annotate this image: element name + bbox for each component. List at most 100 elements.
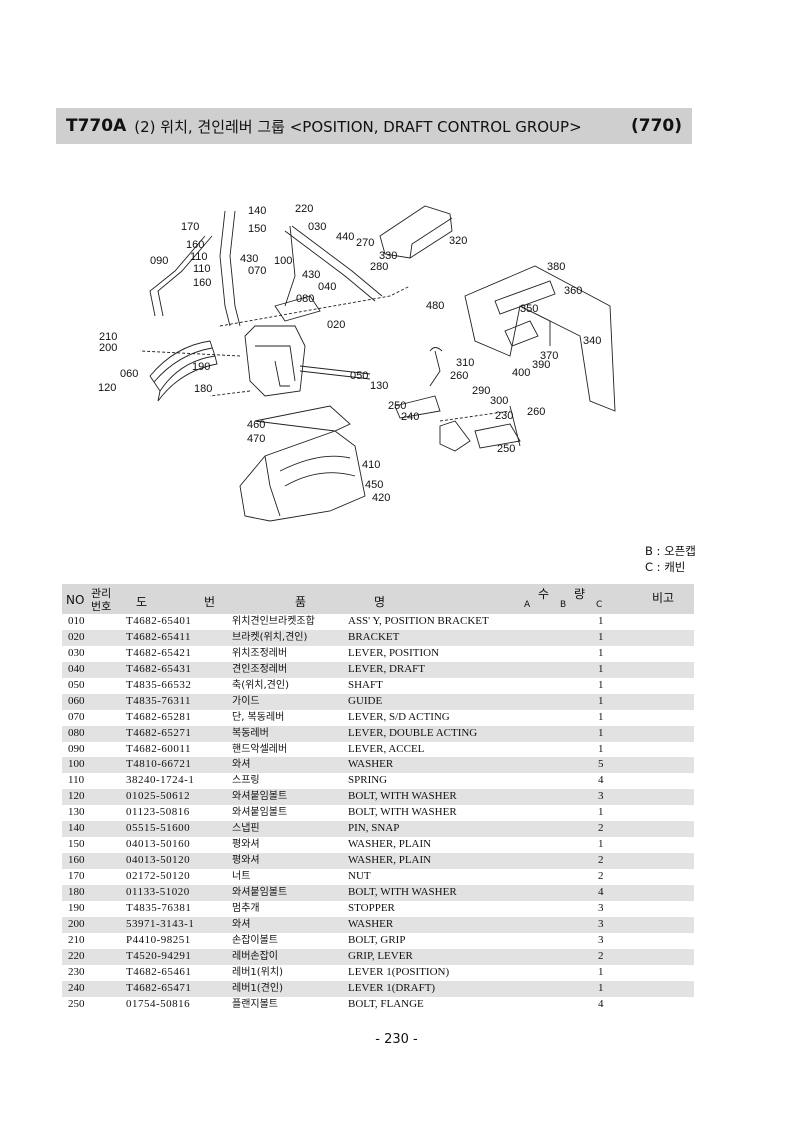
row-english-name: WASHER [348,917,394,930]
row-english-name: LEVER 1(POSITION) [348,965,450,978]
row-quantity: 1 [598,838,604,851]
callout-label: 190 [192,361,211,373]
row-english-name: BOLT, WITH WASHER [348,885,457,898]
row-part-number: T4835-76381 [126,901,192,914]
row-korean-name: 와셔붙임볼트 [232,807,288,819]
callout-label: 230 [495,410,514,422]
callout-label: 450 [365,479,384,491]
page-title-bar: T770A (2) 위치, 견인레버 그룹 <POSITION, DRAFT C… [56,108,692,144]
row-quantity: 1 [598,965,604,978]
callout-label: 270 [356,237,375,249]
legend-cabin: C : 캐빈 [645,560,686,574]
row-korean-name: 플랜지볼트 [232,998,278,1010]
callout-label: 370 [540,350,559,362]
table-header: NO 관리 번호 도 번 품 명 수 량 A B C 비고 [62,584,694,614]
exploded-parts-diagram: 140 220 170 150 030 440 270 320 160 090 … [80,196,700,536]
row-no: 020 [68,630,85,643]
row-part-number: 01133-51020 [126,885,190,898]
row-korean-name: 브라켓(위치,견인) [232,631,308,643]
row-part-number: 01123-50816 [126,806,190,819]
row-no: 160 [68,854,85,867]
row-quantity: 3 [598,901,604,914]
callout-label: 160 [186,239,205,251]
header-name-myeong: 명 [374,595,386,609]
callout-label: 170 [181,221,200,233]
row-quantity: 4 [598,997,604,1010]
row-korean-name: 너트 [232,871,251,882]
row-part-number: T4835-76311 [126,694,191,707]
row-no: 040 [68,662,85,675]
row-no: 050 [68,678,85,691]
row-no: 120 [68,790,85,803]
header-qty-a: A [524,600,531,610]
row-part-number: 01025-50612 [126,790,191,803]
callout-label: 110 [193,263,211,275]
row-no: 060 [68,694,85,707]
row-korean-name: 위치조정레버 [232,647,288,659]
row-english-name: GUIDE [348,694,383,707]
row-part-number: 05515-51600 [126,822,191,835]
row-part-number: 38240-1724-1 [126,774,195,787]
callout-label: 330 [379,250,398,262]
header-part-do: 도 [136,595,148,609]
header-part-beon: 번 [204,595,216,609]
row-part-number: T4520-94291 [126,949,192,962]
header-mgmt-bottom: 번호 [91,600,112,613]
callout-label: 060 [120,368,139,380]
callout-label: 480 [426,300,445,312]
header-name-pum: 품 [295,595,307,609]
callout-label: 400 [512,367,531,379]
callout-label: 310 [456,357,475,369]
callout-label: 290 [472,385,491,397]
callout-label: 440 [336,231,355,243]
row-korean-name: 평와셔 [232,855,260,867]
row-quantity: 3 [598,790,604,803]
callout-label: 420 [372,492,391,504]
row-korean-name: 와셔붙임볼트 [232,886,288,898]
row-quantity: 5 [598,758,604,771]
row-no: 200 [68,917,85,930]
header-qty-c: C [596,600,603,610]
row-english-name: SHAFT [348,678,383,691]
row-korean-name: 위치견인브라켓조합 [232,616,315,627]
callout-label: 430 [302,269,321,281]
row-english-name: LEVER, ACCEL [348,742,425,755]
row-english-name: LEVER 1(DRAFT) [348,981,436,994]
callout-label: 460 [247,419,266,431]
row-korean-name: 레버1(견인) [232,982,283,994]
row-no: 030 [68,646,85,659]
row-korean-name: 스냅핀 [232,823,260,835]
row-part-number: 01754-50816 [126,997,191,1010]
row-part-number: T4682-65271 [126,726,192,739]
callout-label: 050 [350,370,369,382]
row-quantity: 1 [598,630,604,643]
callout-label: 120 [98,382,117,394]
row-korean-name: 와셔 [232,759,251,771]
row-korean-name: 와셔 [232,918,251,930]
callout-label: 260 [450,370,469,382]
row-quantity: 1 [598,726,604,739]
legend-open-cab: B : 오픈캡 [645,544,696,558]
header-mgmt-top: 관리 [91,587,112,600]
row-english-name: BOLT, WITH WASHER [348,806,457,819]
callout-label: 250 [497,443,516,455]
row-english-name: WASHER, PLAIN [348,854,432,867]
row-quantity: 1 [598,615,604,627]
callout-label: 040 [318,281,337,293]
header-remarks: 비고 [652,591,675,605]
row-korean-name: 손잡이볼트 [232,934,278,946]
callout-label: 260 [527,406,546,418]
row-part-number: T4682-60011 [126,742,191,755]
row-no: 170 [68,870,85,882]
